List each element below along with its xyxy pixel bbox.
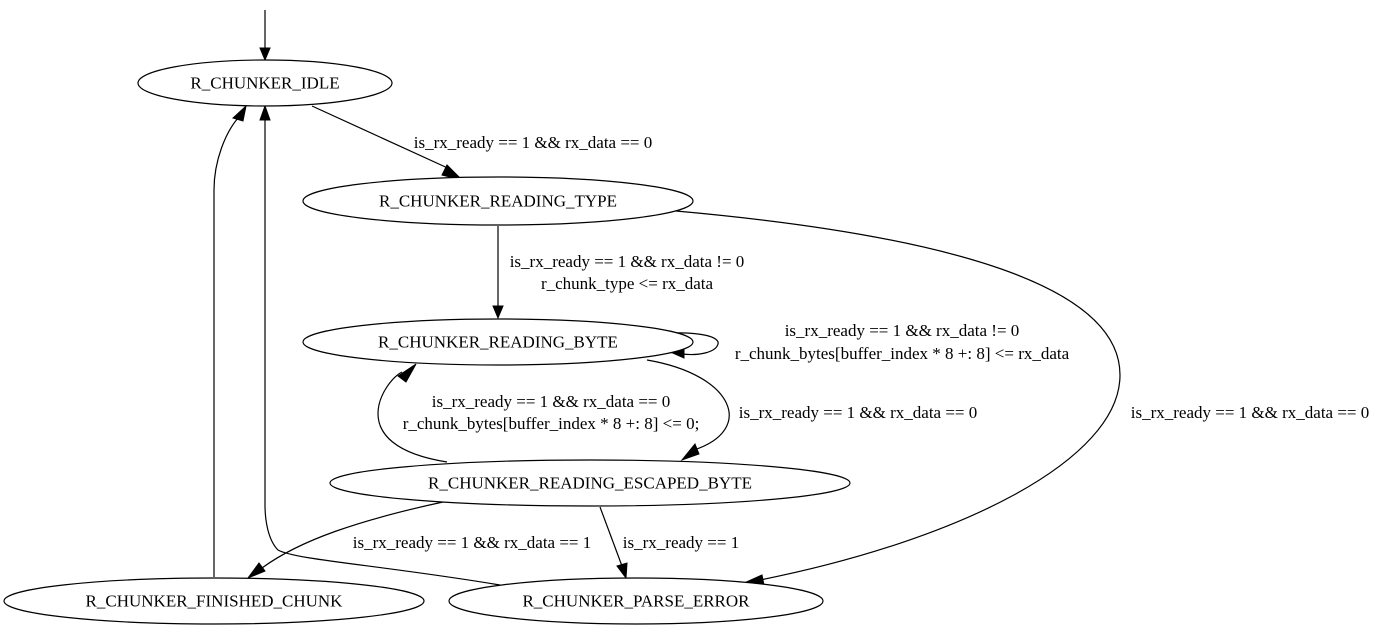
edge-escaped-to-reading-byte bbox=[377, 363, 448, 463]
edge-escaped-to-parse-error bbox=[599, 506, 628, 580]
edge-label-type-to-byte-line1: is_rx_ready == 1 && rx_data != 0 bbox=[510, 252, 745, 271]
state-parse-error-label: R_CHUNKER_PARSE_ERROR bbox=[522, 592, 750, 611]
state-idle-label: R_CHUNKER_IDLE bbox=[190, 74, 339, 93]
state-finished-chunk-label: R_CHUNKER_FINISHED_CHUNK bbox=[86, 592, 344, 611]
edge-label-escaped-to-byte-line2: r_chunk_bytes[buffer_index * 8 +: 8] <= … bbox=[403, 414, 700, 433]
edge-label-byte-self-line2: r_chunk_bytes[buffer_index * 8 +: 8] <= … bbox=[735, 344, 1070, 363]
edge-label-byte-self-line1: is_rx_ready == 1 && rx_data != 0 bbox=[785, 321, 1020, 340]
state-reading-byte: R_CHUNKER_READING_BYTE bbox=[302, 318, 694, 366]
start-edge bbox=[259, 10, 271, 62]
edge-escaped-to-finished-chunk bbox=[246, 501, 444, 580]
edge-reading-type-to-reading-byte bbox=[492, 226, 504, 320]
state-reading-type-label: R_CHUNKER_READING_TYPE bbox=[379, 192, 617, 211]
state-reading-byte-label: R_CHUNKER_READING_BYTE bbox=[378, 333, 618, 352]
edge-label-type-to-parse-error: is_rx_ready == 1 && rx_data == 0 bbox=[1131, 403, 1370, 422]
edge-finished-chunk-to-idle bbox=[213, 104, 247, 577]
state-finished-chunk: R_CHUNKER_FINISHED_CHUNK bbox=[3, 577, 425, 625]
edge-label-escaped-to-parse-error: is_rx_ready == 1 bbox=[623, 533, 739, 552]
edge-parse-error-to-idle bbox=[259, 104, 501, 586]
state-reading-escaped-byte: R_CHUNKER_READING_ESCAPED_BYTE bbox=[329, 459, 851, 507]
edge-label-idle-to-reading-type: is_rx_ready == 1 && rx_data == 0 bbox=[414, 133, 653, 152]
state-parse-error: R_CHUNKER_PARSE_ERROR bbox=[448, 577, 824, 625]
edge-label-escaped-to-byte-line1: is_rx_ready == 1 && rx_data == 0 bbox=[432, 392, 671, 411]
state-reading-type: R_CHUNKER_READING_TYPE bbox=[302, 176, 694, 226]
edge-label-escaped-to-finished-chunk: is_rx_ready == 1 && rx_data == 1 bbox=[353, 533, 592, 552]
state-reading-escaped-byte-label: R_CHUNKER_READING_ESCAPED_BYTE bbox=[428, 474, 752, 493]
edge-idle-to-reading-type bbox=[311, 105, 464, 181]
edge-label-type-to-byte-line2: r_chunk_type <= rx_data bbox=[541, 274, 714, 293]
edge-reading-byte-to-escaped bbox=[646, 359, 730, 462]
state-idle: R_CHUNKER_IDLE bbox=[137, 59, 393, 107]
edge-label-byte-to-escaped: is_rx_ready == 1 && rx_data == 0 bbox=[739, 403, 978, 422]
